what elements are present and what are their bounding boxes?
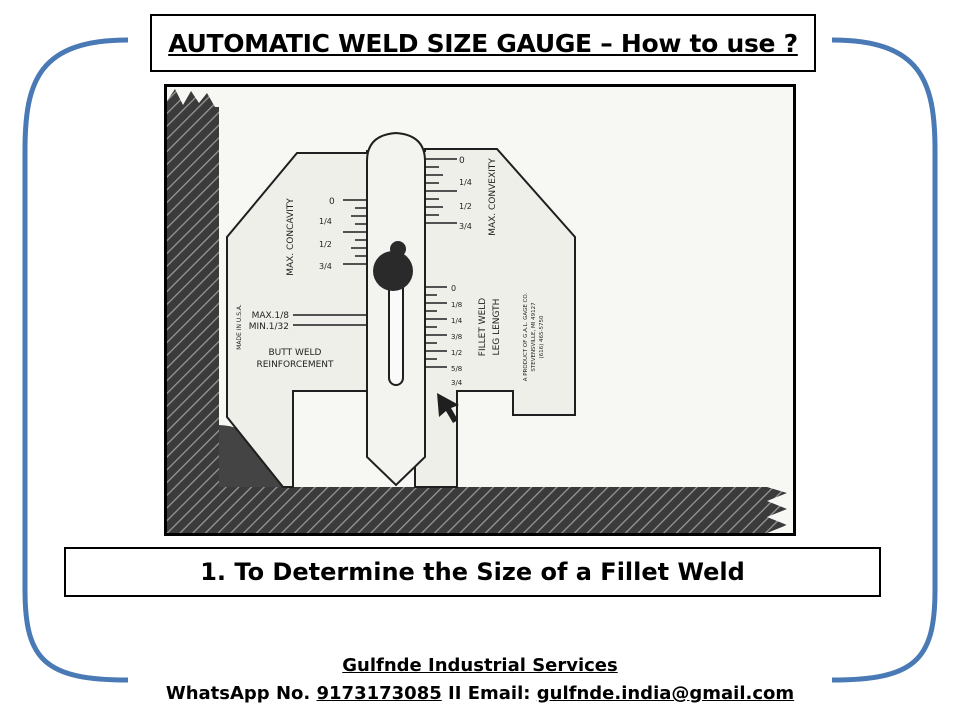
scale-left-2: 1/2 [319,240,332,249]
scale-left-3: 3/4 [319,262,332,271]
fillet-weld [219,425,283,487]
left-bracket [22,37,129,683]
scale-fillet-2: 1/4 [451,317,463,325]
whatsapp-label: WhatsApp No. [165,683,311,704]
scale-fillet-6: 3/4 [451,379,463,387]
scale-left-1: 1/4 [319,217,332,226]
scale-fillet-4: 1/2 [451,349,462,357]
contact-line: WhatsApp No. 9173173085 II Email: gulfnd… [0,683,960,704]
vertical-plate [167,89,219,533]
gauge-drawing: 0 1/4 1/2 3/4 0 1/4 1/2 3/4 0 1/8 1/4 3/… [167,89,787,533]
right-bracket [831,37,938,683]
scale-right-0: 0 [459,156,465,166]
scale-fillet-5: 5/8 [451,365,462,373]
reinforcement-label: REINFORCEMENT [256,360,334,370]
leg-length-label: LEG LENGTH [492,299,502,356]
fillet-weld-label: FILLET WELD [478,298,488,357]
email-link[interactable]: gulfnde.india@gmail.com [536,683,795,704]
right-top-scale-ticks [425,158,457,224]
email-label: Email: [467,683,531,704]
company-line: Gulfnde Industrial Services [0,655,960,676]
step-caption: 1. To Determine the Size of a Fillet Wel… [200,558,745,586]
whatsapp-number[interactable]: 9173173085 [316,683,442,704]
min-1-32-label: MIN.1/32 [249,322,289,332]
scale-right-3: 3/4 [459,222,472,231]
scale-fillet-0: 0 [451,284,456,293]
maker-line-2: STEVENSVILLE, MI 49127 [531,302,537,372]
maker-line-1: A PRODUCT OF G.A.L. GAGE CO. [523,292,529,381]
contact-separator: II [448,683,462,704]
max-concavity-label: MAX. CONCAVITY [286,198,296,276]
pointer-arrow-icon [437,393,459,423]
caption-box: 1. To Determine the Size of a Fillet Wel… [64,547,881,597]
horizontal-plate [219,487,787,533]
fillet-scale-ticks [425,286,447,368]
made-in-label: MADE IN U.S.A. [236,304,243,350]
max-convexity-label: MAX. CONVEXITY [488,158,498,236]
scale-fillet-1: 1/8 [451,301,462,309]
gauge-illustration: 0 1/4 1/2 3/4 0 1/4 1/2 3/4 0 1/8 1/4 3/… [164,84,796,536]
scale-right-1: 1/4 [459,178,472,187]
left-scale-ticks [293,199,367,326]
scale-right-2: 1/2 [459,202,472,211]
scale-left-0: 0 [329,197,335,207]
maker-line-3: (616) 465-5750 [539,315,545,359]
knob-pin [390,241,406,257]
page-title: AUTOMATIC WELD SIZE GAUGE – How to use ? [168,28,798,58]
title-box: AUTOMATIC WELD SIZE GAUGE – How to use ? [150,14,816,72]
max-1-8-label: MAX.1/8 [252,311,290,321]
scale-fillet-3: 3/8 [451,333,462,341]
butt-weld-label: BUTT WELD [269,348,322,358]
knob-icon [373,251,413,291]
company-name: Gulfnde Industrial Services [342,655,618,676]
